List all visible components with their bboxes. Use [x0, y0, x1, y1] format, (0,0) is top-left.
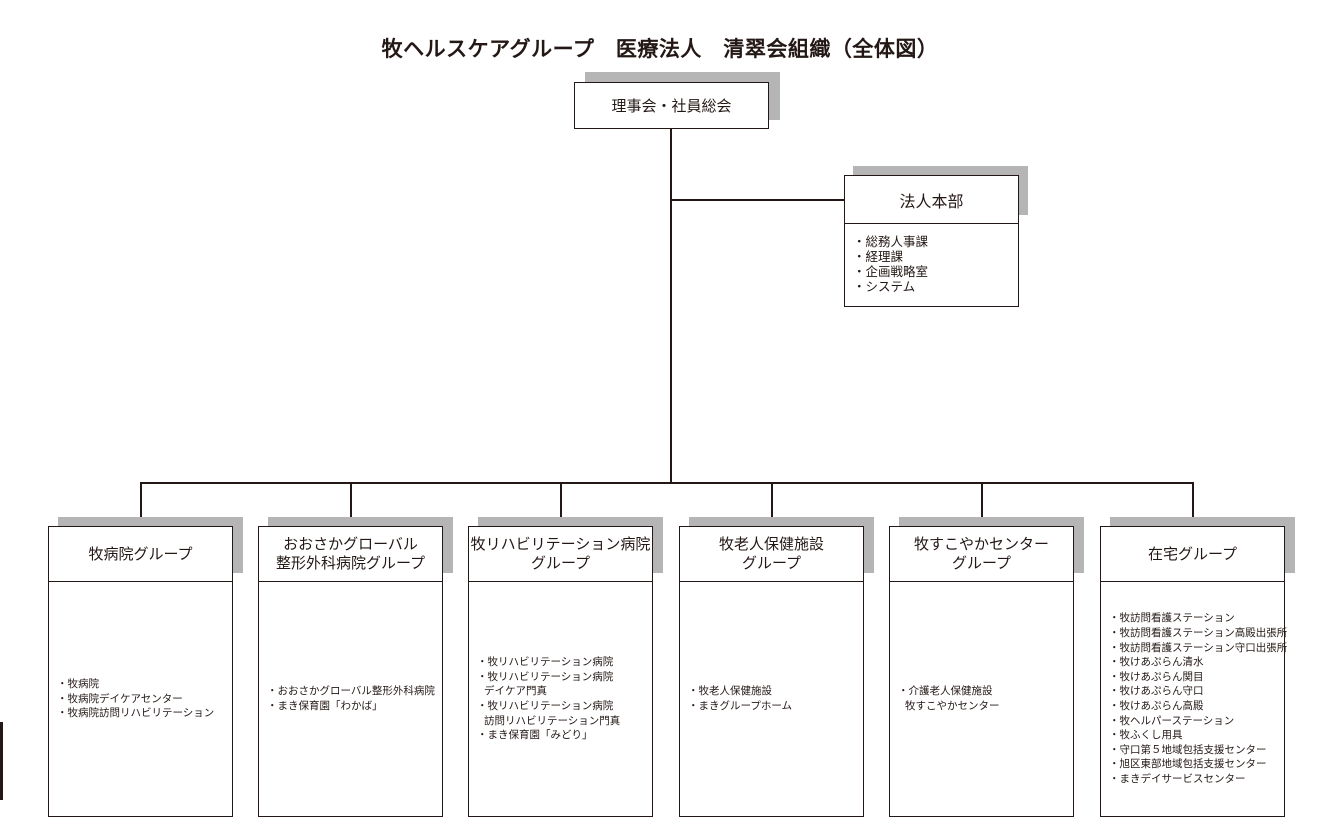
group-title: おおさかグローバル [283, 535, 418, 553]
group-title: グループ [951, 554, 1012, 572]
group-member-item: ・牧リハビリテーション病院 [477, 656, 614, 669]
group-title: グループ [530, 554, 591, 572]
group-member-item: ・おおさかグローバル整形外科病院 [267, 685, 435, 698]
board-label: 理事会・社員総会 [611, 97, 732, 115]
group-member-list: ・牧リハビリテーション病院・牧リハビリテーション病院デイケア門真・牧リハビリテー… [468, 581, 653, 817]
hq-item: ・システム [853, 279, 916, 294]
group-member-item: 訪問リハビリテーション門真 [484, 714, 621, 727]
group-header: 在宅グループ [1100, 526, 1285, 582]
hq-item: ・経理課 [853, 249, 904, 264]
group-member-item: ・牧リハビリテーション病院 [477, 700, 614, 712]
group-member-list: ・牧老人保健施設・まきグループホーム [679, 581, 864, 817]
group-member-list: ・介護老人保健施設牧すこやかセンター [889, 581, 1074, 817]
hq-box: 法人本部 [844, 175, 1019, 224]
group-member-item: ・牧病院 [57, 678, 99, 691]
group-connector-line [350, 482, 352, 526]
group-member-item: ・まきデイサービスセンター [1109, 772, 1246, 785]
group-title: 牧すこやかセンター [913, 535, 1049, 553]
group-member-item: ・牧けあぷらん関目 [1109, 670, 1204, 683]
group-title: グループ [741, 554, 802, 572]
group-member-item: ・牧ふくし用具 [1109, 729, 1183, 742]
group-member-item: ・介護老人保健施設 [898, 685, 993, 698]
group-member-list: ・牧病院・牧病院デイケアセンター・牧病院訪問リハビリテーション [48, 581, 233, 817]
group-member-item: ・牧訪問看護ステーション高殿出張所 [1109, 627, 1288, 640]
group-title: 牧老人保健施設 [718, 535, 824, 553]
group-member-item: ・牧リハビリテーション病院 [477, 670, 614, 683]
hq-item: ・総務人事課 [853, 234, 929, 249]
group-header: 牧老人保健施設グループ [679, 526, 864, 582]
group-title: 整形外科病院グループ [275, 554, 426, 572]
group-member-item: デイケア門真 [484, 685, 547, 698]
group-title: 牧リハビリテーション病院 [470, 535, 651, 553]
group-connector-line [1192, 482, 1194, 526]
group-connector-line [981, 482, 983, 526]
group-member-item: ・守口第５地域包括支援センター [1109, 743, 1267, 756]
group-member-item: ・牧けあぷらん守口 [1109, 685, 1204, 698]
group-member-item: ・まきグループホーム [688, 700, 793, 712]
group-member-item: ・牧けあぷらん清水 [1109, 656, 1204, 669]
group-member-list: ・おおさかグローバル整形外科病院・まき保育園「わかば」 [258, 581, 443, 817]
hq-title: 法人本部 [899, 191, 964, 211]
group-header: 牧リハビリテーション病院グループ [468, 526, 653, 582]
group-connector-line [771, 482, 773, 526]
group-title: 在宅グループ [1147, 544, 1238, 563]
group-header: 牧病院グループ [48, 526, 233, 582]
group-connector-line [140, 482, 142, 526]
board-box: 理事会・社員総会 [574, 82, 769, 129]
hq-item: ・企画戦略室 [853, 264, 929, 279]
group-member-item: ・牧訪問看護ステーション守口出張所 [1109, 641, 1288, 654]
group-member-item: ・牧病院デイケアセンター [57, 692, 183, 705]
edge-mark [0, 722, 3, 800]
hq-list: ・総務人事課 ・経理課 ・企画戦略室 ・システム [844, 223, 1019, 307]
hq-branch-line [670, 199, 846, 201]
group-title: 牧病院グループ [88, 544, 193, 563]
group-member-item: ・牧訪問看護ステーション [1109, 612, 1235, 625]
group-member-item: 牧すこやかセンター [905, 700, 1000, 712]
group-member-item: ・牧ヘルパーステーション [1109, 714, 1235, 727]
group-connector-line [560, 482, 562, 526]
group-header: 牧すこやかセンターグループ [889, 526, 1074, 582]
trunk-line [670, 128, 672, 482]
group-member-item: ・牧けあぷらん高殿 [1109, 700, 1204, 712]
group-member-item: ・まき保育園「わかば」 [267, 700, 383, 712]
chart-title: 牧ヘルスケアグループ 医療法人 清翠会組織（全体図） [381, 37, 939, 61]
group-header: おおさかグローバル整形外科病院グループ [258, 526, 443, 582]
group-member-item: ・まき保育園「みどり」 [477, 729, 593, 742]
group-member-item: ・牧老人保健施設 [688, 685, 772, 698]
group-member-list: ・牧訪問看護ステーション・牧訪問看護ステーション高殿出張所・牧訪問看護ステーショ… [1100, 581, 1288, 817]
group-member-item: ・牧病院訪問リハビリテーション [57, 707, 215, 720]
group-bus-line [140, 482, 1193, 484]
group-member-item: ・旭区東部地域包括支援センター [1109, 758, 1267, 771]
